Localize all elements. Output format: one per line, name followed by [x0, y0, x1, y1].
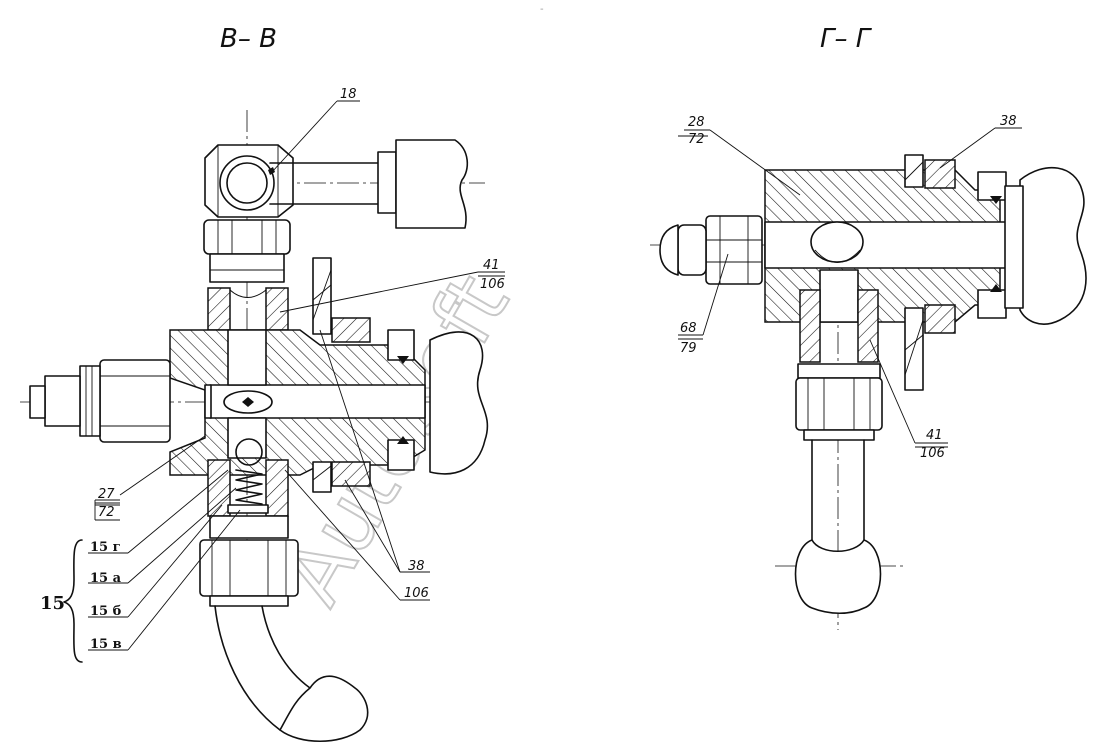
upper-union-nut — [203, 219, 291, 255]
right-lock-plate-lower — [904, 307, 924, 391]
lower-pipe-break — [279, 675, 369, 743]
assembly-item-15b: 15 б — [90, 604, 122, 619]
right-seal-upper — [331, 317, 371, 343]
right-cap-dome — [1019, 166, 1087, 325]
right-seal-top — [924, 159, 956, 189]
upper-pipe-end — [377, 151, 397, 214]
right-banjo-eye — [810, 221, 864, 263]
bore-orifice — [223, 390, 273, 414]
lower-union-nut — [209, 515, 289, 539]
callout-27-bottom: 72 — [98, 505, 115, 520]
left-union-nut — [99, 359, 171, 443]
spring-seat-right — [265, 459, 289, 517]
callout-38-right: 38 — [1000, 114, 1017, 129]
check-ball — [235, 438, 263, 466]
callout-68-bottom: 79 — [680, 341, 697, 356]
fitting-41-right-wall — [265, 287, 289, 331]
fitting-41-left-wall — [207, 287, 231, 331]
right-view-title: Г– Г — [820, 24, 873, 54]
upper-pipe-break — [395, 139, 469, 229]
assembly-item-15g: 15 г — [90, 540, 121, 555]
scan-mark: - — [540, 4, 544, 15]
callout-41-left-top: 41 — [483, 258, 500, 273]
lower-hex-nut — [199, 539, 299, 597]
section-v-v — [20, 100, 505, 743]
callout-68-top: 68 — [680, 321, 697, 336]
left-view-title: В– В — [220, 24, 277, 54]
right-seal-lower — [331, 461, 371, 487]
section-g-g — [650, 127, 1087, 630]
callout-41-left-bottom: 106 — [480, 277, 505, 292]
right-hex-nut — [705, 215, 763, 285]
callout-28-top: 28 — [688, 115, 705, 130]
callout-41-right-top: 41 — [926, 428, 943, 443]
banjo-bolt-inner — [226, 162, 268, 204]
callout-27-top: 27 — [98, 487, 115, 502]
right-fitting-41-left — [799, 289, 821, 363]
spring-seat-left — [207, 459, 231, 517]
assembly-item-15a: 15 а — [90, 571, 122, 586]
assembly-brace — [63, 539, 83, 663]
valve-spring — [235, 469, 263, 505]
lower-bent-pipe — [214, 605, 311, 731]
banjo-bolt-outer — [219, 155, 275, 211]
callout-18: 18 — [340, 87, 357, 102]
right-lower-nut — [795, 377, 883, 431]
right-bore — [764, 221, 1026, 269]
callout-106-left: 106 — [404, 586, 429, 601]
right-fitting-41-right — [857, 289, 879, 363]
callout-41-right-bottom: 106 — [920, 446, 945, 461]
callout-38-left: 38 — [408, 559, 425, 574]
right-end-cap — [429, 331, 489, 475]
lock-plate-bottom — [312, 461, 332, 493]
callout-28-bottom: 72 — [688, 132, 705, 147]
assembly-label-15: 15 — [40, 593, 65, 614]
assembly-item-15v: 15 в — [90, 637, 122, 652]
right-lower-pipe-end — [794, 539, 882, 615]
